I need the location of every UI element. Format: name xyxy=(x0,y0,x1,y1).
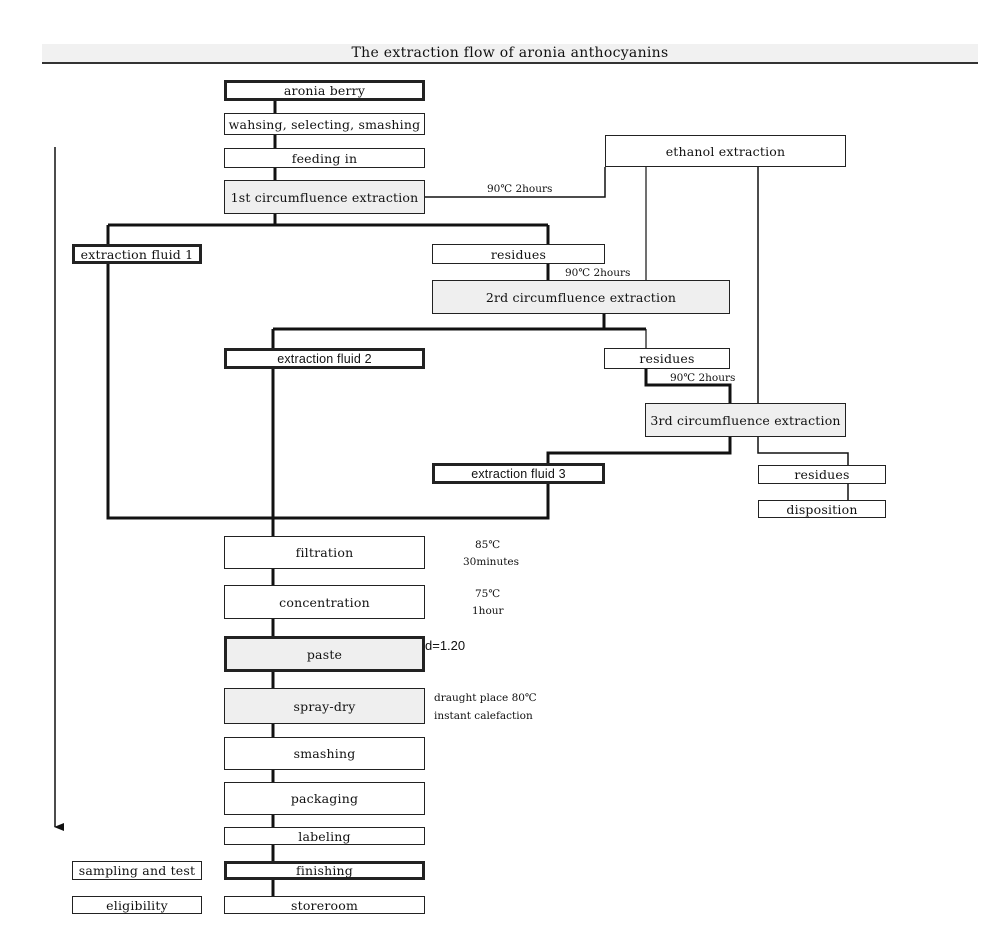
node-spray-dry: spray-dry xyxy=(224,688,425,724)
node-extraction-fluid-3: extraction fluid 3 xyxy=(432,463,605,484)
node-sampling-and-test: sampling and test xyxy=(72,861,202,880)
node-filtration: filtration xyxy=(224,536,425,569)
node-3rd-circumfluence-extraction: 3rd circumfluence extraction xyxy=(645,403,846,437)
node-residues-2: residues xyxy=(604,348,730,369)
condition-label-2: 90℃ 2hours xyxy=(565,267,631,279)
node-labeling: labeling xyxy=(224,827,425,845)
node-smashing: smashing xyxy=(224,737,425,770)
node-paste: paste xyxy=(224,636,425,672)
node-extraction-fluid-1: extraction fluid 1 xyxy=(72,244,202,264)
filtration-temperature: 85℃ xyxy=(475,539,501,551)
node-eligibility: eligibility xyxy=(72,896,202,914)
connector-residues2-extraction3 xyxy=(644,369,732,403)
filtration-duration: 30minutes xyxy=(463,556,520,568)
connector-extraction3-fluid3 xyxy=(546,437,732,463)
condition-label-1: 90℃ 2hours xyxy=(487,183,553,195)
diagram-title: The extraction flow of aronia anthocyani… xyxy=(42,44,978,64)
connector-merge-fluids xyxy=(106,263,550,520)
node-ethanol-extraction: ethanol extraction xyxy=(605,135,846,167)
spray-dry-condition-1: draught place 80℃ xyxy=(434,692,537,704)
connector-extraction3-residues3 xyxy=(757,437,849,465)
node-storeroom: storeroom xyxy=(224,896,425,914)
node-1st-circumfluence-extraction: 1st circumfluence extraction xyxy=(224,180,425,214)
node-2nd-circumfluence-extraction: 2rd circumfluence extraction xyxy=(432,280,730,314)
node-packaging: packaging xyxy=(224,782,425,815)
condition-label-3: 90℃ 2hours xyxy=(670,372,736,384)
node-finishing: finishing xyxy=(224,861,425,880)
node-washing-selecting-smashing: wahsing, selecting, smashing xyxy=(224,113,425,135)
spray-dry-condition-2: instant calefaction xyxy=(434,710,533,722)
node-concentration: concentration xyxy=(224,585,425,619)
node-residues-1: residues xyxy=(432,244,605,264)
concentration-temperature: 75℃ xyxy=(475,588,501,600)
node-residues-3: residues xyxy=(758,465,886,484)
node-disposition: disposition xyxy=(758,500,886,518)
node-extraction-fluid-2: extraction fluid 2 xyxy=(224,348,425,369)
node-aronia-berry: aronia berry xyxy=(224,80,425,101)
paste-density-label: d=1.20 xyxy=(425,638,466,653)
concentration-duration: 1hour xyxy=(472,605,504,617)
node-feeding-in: feeding in xyxy=(224,148,425,168)
connector-ethanol-extraction1 xyxy=(425,167,606,198)
